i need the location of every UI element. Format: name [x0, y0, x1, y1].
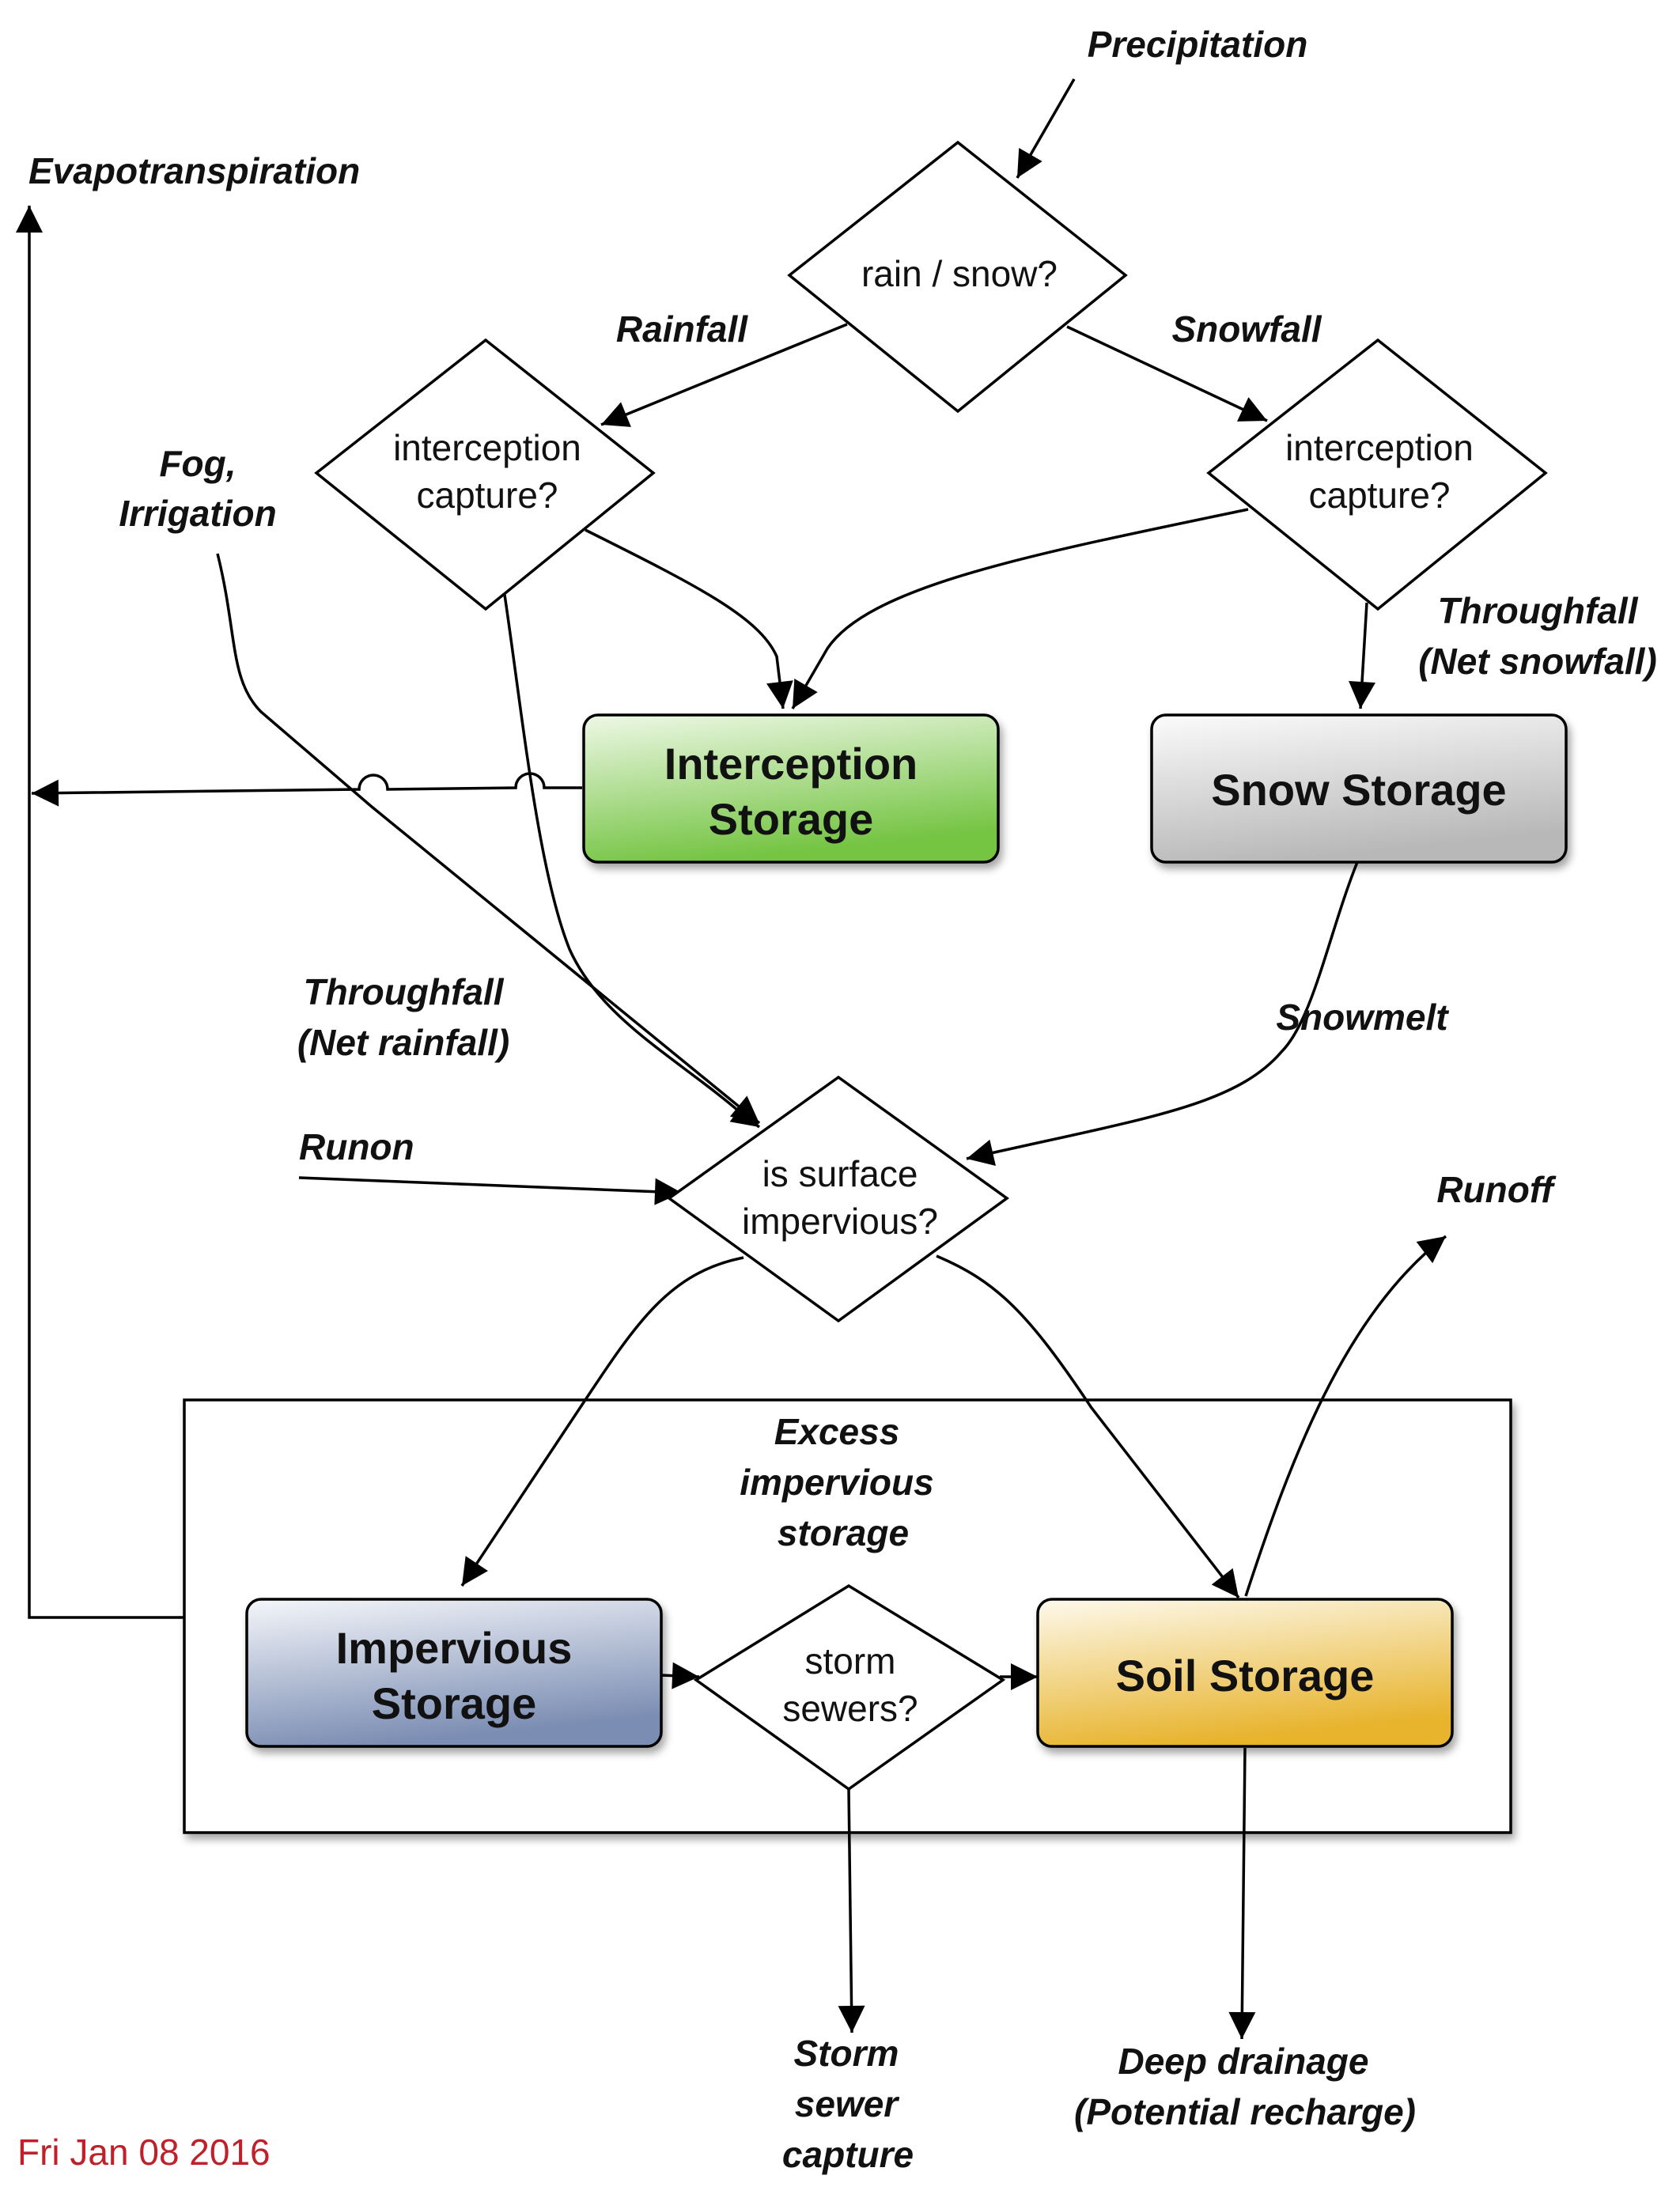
interception-storage-rect	[582, 713, 1000, 864]
decision-storm-sewers: storm sewers?	[693, 1583, 1006, 1791]
storm-sewer-capture-label-3: capture	[782, 2134, 914, 2175]
interception-left-text-1: interception	[393, 427, 581, 468]
soil-storage-rect	[1036, 1598, 1454, 1748]
interception-storage-box: Interception Storage	[582, 713, 1000, 864]
snow-throughfall-arrow	[1349, 602, 1375, 709]
interception-right-text-1: interception	[1285, 427, 1474, 468]
rainfall-label: Rainfall	[616, 308, 748, 350]
deep-drainage-label-2: (Potential recharge)	[1074, 2091, 1416, 2132]
storm-sewers-diamond	[693, 1583, 1006, 1791]
runoff-label: Runoff	[1436, 1169, 1557, 1210]
flow-labels: Precipitation Evapotranspiration Rainfal…	[28, 24, 1657, 2175]
to-soil-storage-arrow	[936, 1254, 1240, 1599]
interception-left-diamond	[314, 338, 656, 611]
snow-storage-rect	[1150, 713, 1568, 864]
rain-snow-diamond	[787, 140, 1128, 414]
precipitation-label: Precipitation	[1088, 24, 1308, 65]
snowfall-arrow	[1066, 325, 1268, 422]
right-capture-to-interception-arrow	[791, 508, 1249, 709]
to-impervious-storage-arrow	[460, 1256, 744, 1587]
evapotranspiration-line	[15, 206, 184, 1619]
runon-arrow	[298, 1176, 683, 1205]
snow-storage-text: Snow Storage	[1211, 765, 1506, 815]
excess-label-1: Excess	[774, 1411, 900, 1452]
rain-throughfall-arrow	[503, 594, 761, 1129]
storm-sewers-text-2: sewers?	[782, 1688, 918, 1729]
fog-irrigation-arrow	[216, 553, 761, 1125]
decision-impervious: is surface impervious?	[667, 1075, 1009, 1323]
snowfall-label: Snowfall	[1171, 308, 1322, 350]
storm-sewer-capture-arrow	[838, 1788, 865, 2033]
date-stamp: Fri Jan 08 2016	[17, 2132, 271, 2173]
rain-throughfall-label-1: Throughfall	[304, 971, 505, 1012]
snowmelt-label: Snowmelt	[1276, 997, 1449, 1038]
rain-throughfall-label-2: (Net rainfall)	[297, 1022, 509, 1063]
storm-sewer-capture-label-2: sewer	[795, 2083, 900, 2124]
storm-sewer-capture-label-1: Storm	[794, 2033, 899, 2074]
soil-storage-box: Soil Storage	[1036, 1598, 1454, 1748]
rain-snow-text: rain / snow?	[861, 253, 1058, 294]
decision-interception-left: interception capture?	[314, 338, 656, 611]
excess-label-2: impervious	[740, 1462, 933, 1503]
decision-rain-snow: rain / snow?	[787, 140, 1128, 414]
precipitation-arrow	[1016, 78, 1076, 179]
impervious-text-2: impervious?	[742, 1201, 938, 1242]
deep-drainage-arrow	[1228, 1747, 1256, 2040]
excess-label-3: storage	[778, 1512, 909, 1553]
interception-storage-text-2: Storage	[709, 794, 874, 844]
fog-irrigation-label-1: Fog,	[159, 443, 236, 484]
interception-left-text-2: capture?	[416, 475, 558, 516]
rainfall-arrow	[600, 323, 848, 427]
runoff-arrow	[1244, 1235, 1447, 1597]
impervious-storage-text-2: Storage	[372, 1678, 537, 1728]
snow-throughfall-label-2: (Net snowfall)	[1418, 641, 1657, 682]
impervious-text-1: is surface	[762, 1153, 918, 1194]
decision-interception-right: interception capture?	[1206, 338, 1548, 611]
impervious-storage-box: Impervious Storage	[245, 1598, 663, 1748]
left-capture-to-interception-arrow	[585, 528, 793, 709]
storm-sewers-text-1: storm	[805, 1640, 896, 1682]
impervious-storage-text-1: Impervious	[336, 1623, 573, 1673]
snow-storage-box: Snow Storage	[1150, 713, 1568, 864]
deep-drainage-label-1: Deep drainage	[1118, 2041, 1369, 2082]
interception-storage-text-1: Interception	[664, 739, 918, 789]
evapotranspiration-label: Evapotranspiration	[28, 150, 360, 191]
flow-lines	[15, 78, 1447, 2040]
impervious-storage-rect	[245, 1598, 663, 1748]
interception-to-et-line	[31, 772, 582, 807]
snow-throughfall-label-1: Throughfall	[1438, 590, 1639, 631]
interception-right-text-2: capture?	[1308, 475, 1450, 516]
soil-storage-text: Soil Storage	[1116, 1651, 1375, 1701]
impervious-diamond	[667, 1075, 1009, 1323]
interception-right-diamond	[1206, 338, 1548, 611]
impervious-to-storm-sewers-arrow	[660, 1662, 700, 1689]
fog-irrigation-label-2: Irrigation	[119, 493, 276, 534]
runon-label: Runon	[299, 1126, 414, 1167]
snowmelt-arrow	[966, 861, 1359, 1166]
